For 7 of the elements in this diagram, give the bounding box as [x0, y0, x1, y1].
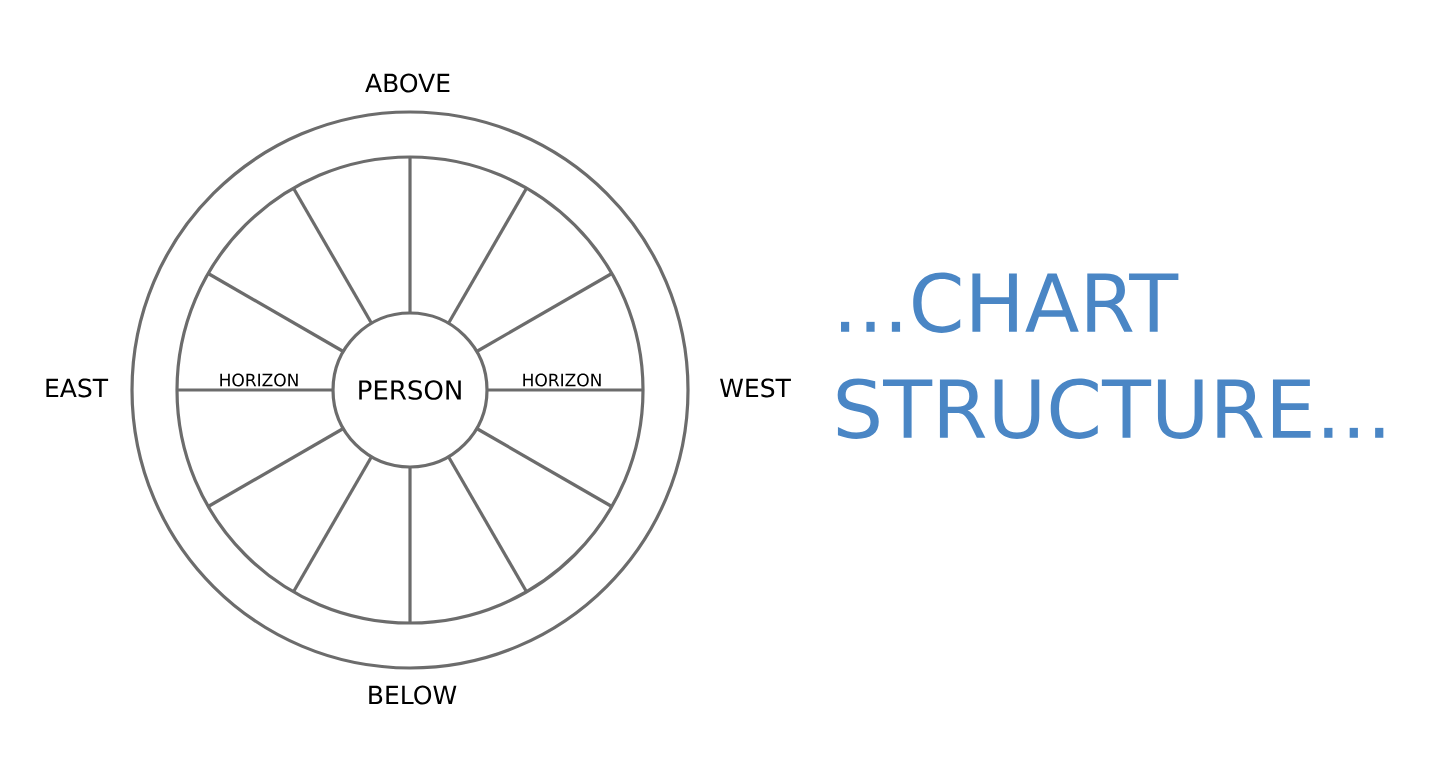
direction-label: WEST — [720, 378, 791, 398]
direction-label: BELOW — [369, 685, 457, 705]
direction-label: ABOVE — [365, 73, 450, 93]
title: ...CHART STRUCTURE... — [837, 272, 1384, 439]
direction-label: EAST — [46, 378, 109, 398]
horizon-label: HORIZON — [523, 373, 601, 387]
horizon-label: HORIZON — [220, 373, 298, 387]
